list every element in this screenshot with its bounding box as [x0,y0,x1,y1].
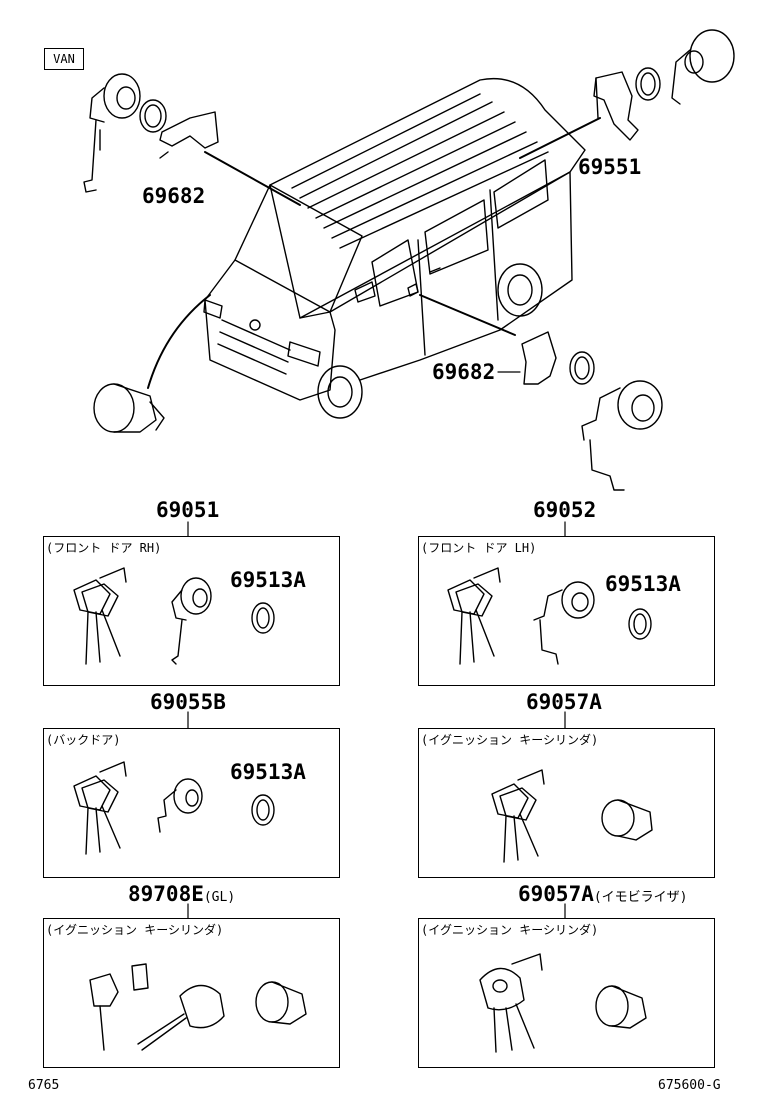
callout-69551: 69551 [578,155,642,179]
lock-clip-69682-top [159,111,219,159]
kit-box [43,536,340,686]
retainer-ring-3 [569,351,595,385]
kit-box [43,728,340,878]
kit-69052-illustration [447,567,652,665]
kit-title: (バックドア) [46,733,121,747]
kit-part-number: 69051 [156,498,220,522]
back-door-lock-cylinder [83,73,141,193]
kit-part-number: 69057A [526,690,602,714]
kit-69055b-illustration [73,761,275,855]
lock-clip-69682-mid [521,331,557,385]
slide-door-lock-cylinder [671,29,735,105]
retainer-ring-2 [635,67,661,101]
kit-box [418,536,715,686]
front-door-lock-cylinder [581,380,663,491]
kit-box [418,918,715,1068]
kit-part-number: 69052 [533,498,597,522]
kit-69057a-immobilizer-illustration [479,953,647,1053]
kit-part-number: 89708E(GL) [128,882,236,906]
kit-box [43,918,340,1068]
kit-title: (イグニッション キーシリンダ) [46,923,224,937]
ignition-cylinder-illustration [93,383,165,433]
kit-part-number: 69057A(イモビライザ) [518,882,688,906]
kit-ring-part: 69513A [230,568,306,592]
callout-69682-mid: 69682 [432,360,496,384]
kit-part-number: 69055B [150,690,226,714]
van-tag: VAN [44,48,84,70]
kit-ring-part: 69513A [230,760,306,784]
kit-title: (フロント ドア RH) [46,541,162,555]
footer-left-code: 6765 [28,1078,60,1093]
kit-69051-illustration [73,567,275,665]
kit-box [418,728,715,878]
van-illustration [203,77,586,419]
kit-title: (イグニッション キーシリンダ) [421,733,599,747]
retainer-ring [139,99,167,133]
kit-title: (イグニッション キーシリンダ) [421,923,599,937]
lock-clip-69551 [593,71,639,141]
footer-right-code: 675600-G [658,1078,721,1093]
kit-69057a-illustration [491,769,653,863]
kit-ring-part: 69513A [605,572,681,596]
kit-title: (フロント ドア LH) [421,541,537,555]
callout-69682-top: 69682 [142,184,206,208]
kit-89708e-illustration [89,963,307,1051]
